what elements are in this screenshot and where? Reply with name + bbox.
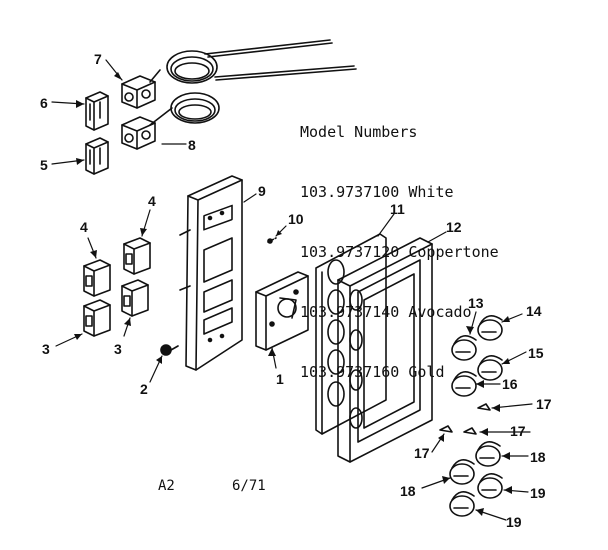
callout-19-right: 19 (530, 485, 546, 501)
knob-14 (477, 315, 503, 341)
lower-thermostat-body (121, 116, 156, 150)
callout-6: 6 (40, 95, 48, 111)
model-number: 103.9737120 (300, 243, 400, 261)
model-numbers-title: Model Numbers (300, 123, 418, 141)
control-panel-12 (337, 237, 433, 463)
switch-3-left (83, 299, 111, 337)
lower-thermostat-coil (149, 92, 220, 126)
switch-plate-1 (255, 271, 309, 351)
knob-16 (451, 371, 477, 397)
knob-19-left (449, 491, 475, 517)
callout-18-right: 18 (530, 449, 546, 465)
model-number: 103.9737140 (300, 303, 400, 321)
leader-arrowheads (74, 72, 512, 516)
inserts-17 (439, 403, 491, 435)
knob-13 (451, 335, 477, 361)
switch-6-body (85, 91, 109, 131)
model-number: 103.9737160 (300, 363, 400, 381)
model-color: Coppertone (408, 243, 499, 261)
switch-4-right (123, 237, 151, 275)
knob-19-right (477, 473, 503, 499)
knob-18-left (449, 459, 475, 485)
callout-10: 10 (288, 211, 304, 227)
knob-15 (477, 355, 503, 381)
model-row: 103.9737100 White (300, 182, 600, 202)
model-row: 103.9737160 Gold (300, 362, 600, 382)
callout-18-left: 18 (400, 483, 416, 499)
knob-18-right (475, 441, 501, 467)
callout-1: 1 (276, 371, 284, 387)
drawing-code: A2 (158, 478, 175, 494)
callout-8: 8 (188, 137, 196, 153)
model-color: White (408, 183, 454, 201)
model-row: 103.9737120 Coppertone (300, 242, 600, 262)
drawing-date: 6/71 (232, 478, 266, 494)
callout-15: 15 (528, 345, 544, 361)
callout-2: 2 (140, 381, 148, 397)
switch-5-body (85, 137, 109, 175)
callout-4-left: 4 (80, 219, 88, 235)
callout-4-right: 4 (148, 193, 156, 209)
callout-5: 5 (40, 157, 48, 173)
model-color: Gold (408, 363, 445, 381)
callout-17-left: 17 (414, 445, 430, 461)
mounting-bracket-9 (179, 175, 243, 371)
upper-thermostat-body (121, 75, 156, 109)
callout-19-left: 19 (506, 514, 522, 530)
callout-3-right: 3 (114, 341, 122, 357)
callout-11: 11 (390, 201, 405, 217)
switch-4-left (83, 259, 111, 297)
model-number: 103.9737100 (300, 183, 400, 201)
callout-14: 14 (526, 303, 542, 319)
callout-12: 12 (446, 219, 462, 235)
screw-2 (160, 344, 179, 356)
callout-9: 9 (258, 183, 266, 199)
callout-7: 7 (94, 51, 102, 67)
screw-10 (267, 237, 277, 244)
model-row: 103.9737140 Avocado (300, 302, 600, 322)
model-color: Avocado (408, 303, 472, 321)
callout-17-center: 17 (510, 423, 526, 439)
model-numbers-block: Model Numbers 103.9737100 White 103.9737… (300, 82, 600, 422)
switch-3-right (121, 279, 149, 317)
callout-17-right: 17 (536, 396, 552, 412)
callout-13: 13 (468, 295, 484, 311)
callout-16: 16 (502, 376, 518, 392)
callout-3-left: 3 (42, 341, 50, 357)
upper-thermostat-coil (149, 39, 357, 84)
